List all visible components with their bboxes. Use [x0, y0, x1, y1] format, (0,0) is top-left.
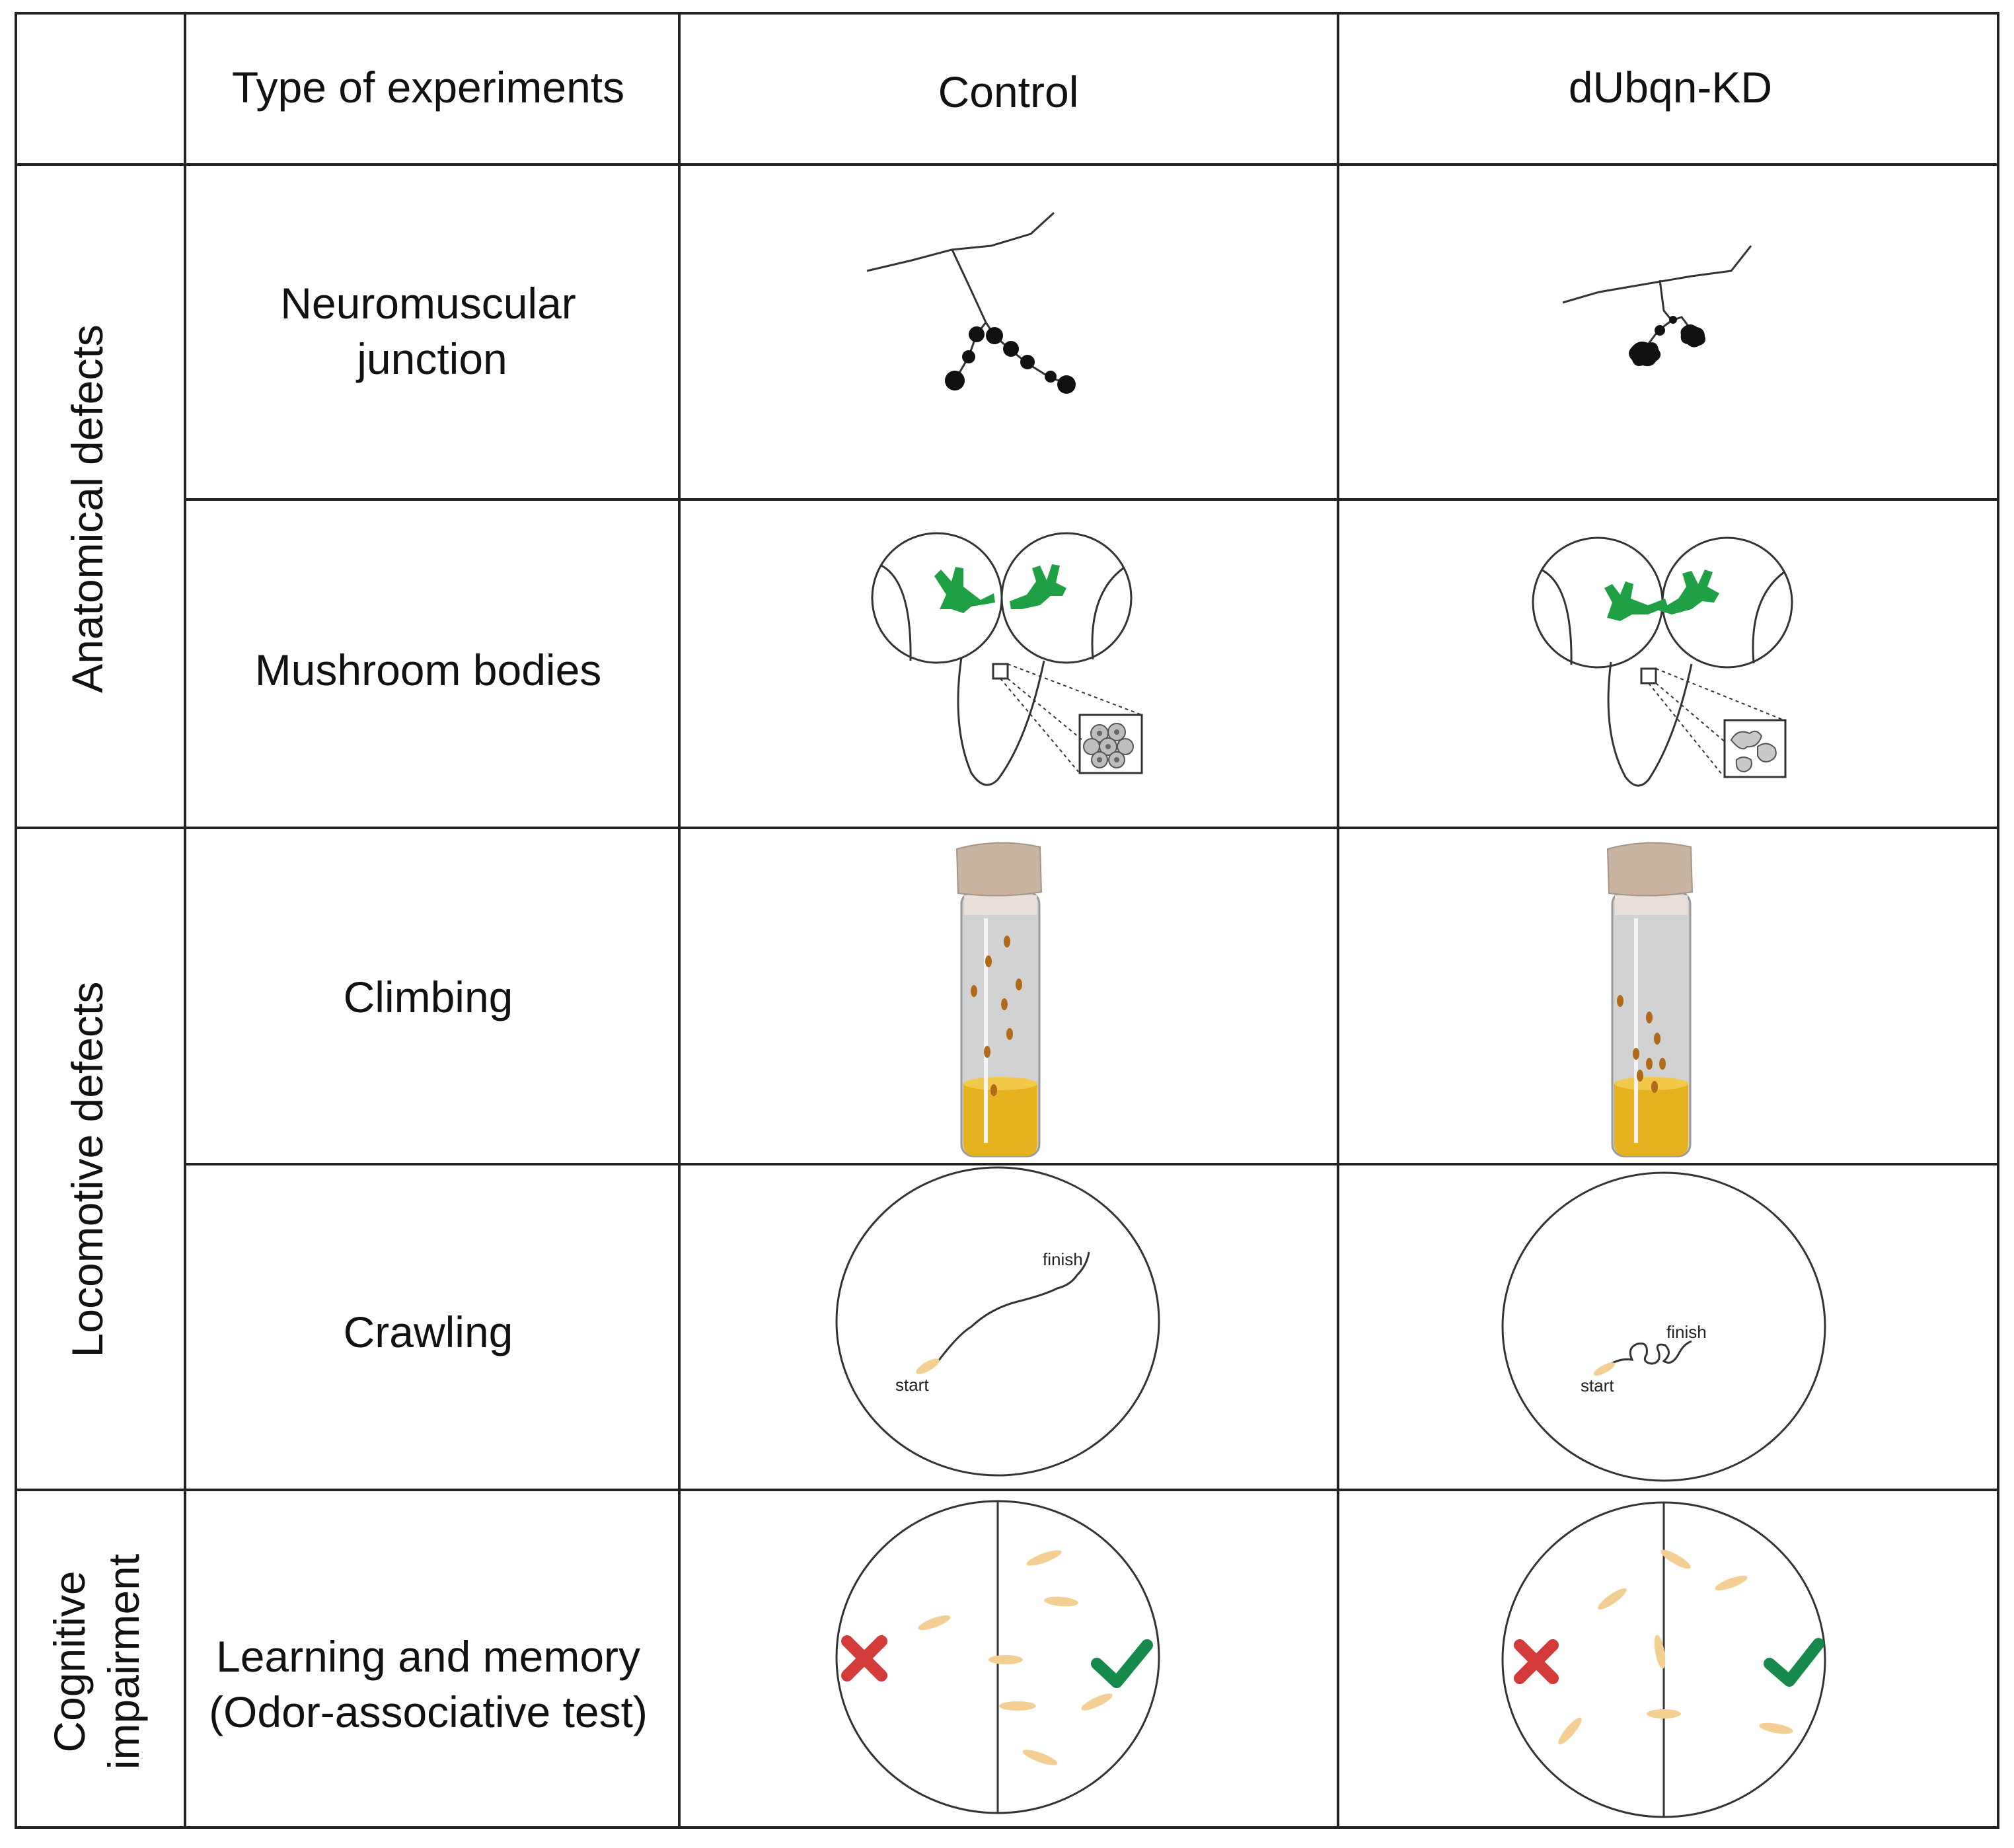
row-learning-line1: Learning and memory [216, 1632, 640, 1681]
check-icon [1764, 1638, 1824, 1687]
mushroom-kd-illustration [1532, 536, 1793, 787]
row-climbing: Climbing [344, 973, 513, 1021]
learning-control-plate [835, 1500, 1160, 1814]
nmj-control-illustration [866, 211, 1076, 394]
mushroom-control-illustration [871, 532, 1143, 786]
row-nmj-line1: Neuromuscular [280, 279, 576, 328]
row-mushroom: Mushroom bodies [255, 646, 602, 694]
header-control: Control [938, 67, 1079, 116]
crawling-control-start: start [895, 1375, 929, 1395]
climbing-kd-vial [1606, 842, 1694, 1158]
cross-icon [1514, 1639, 1559, 1684]
crawling-kd-finish: finish [1666, 1322, 1707, 1342]
row-learning-line2: (Odor-associative test) [209, 1687, 648, 1736]
crawling-control-finish: finish [1043, 1249, 1083, 1269]
climbing-control-vial [955, 842, 1043, 1158]
crawling-kd-plate: start finish [1501, 1171, 1826, 1482]
row-nmj-line2: junction [355, 334, 507, 383]
nmj-kd-illustration [1562, 245, 1752, 367]
header-kd: dUbqn-KD [1569, 63, 1772, 112]
group-locomotive: Locomotive defects [63, 982, 112, 1358]
header-experiments: Type of experiments [232, 63, 624, 112]
cross-icon [841, 1635, 887, 1682]
crawling-kd-start: start [1581, 1376, 1614, 1395]
row-crawling: Crawling [344, 1308, 513, 1356]
group-cognitive-line2: impairment [99, 1554, 148, 1769]
learning-kd-plate [1501, 1501, 1826, 1818]
check-icon [1091, 1639, 1153, 1688]
group-cognitive-line1: Cognitive [45, 1571, 94, 1752]
group-anatomical: Anatomical defects [63, 324, 112, 693]
crawling-control-plate: start finish [835, 1166, 1160, 1477]
table-grid [15, 12, 1999, 1829]
